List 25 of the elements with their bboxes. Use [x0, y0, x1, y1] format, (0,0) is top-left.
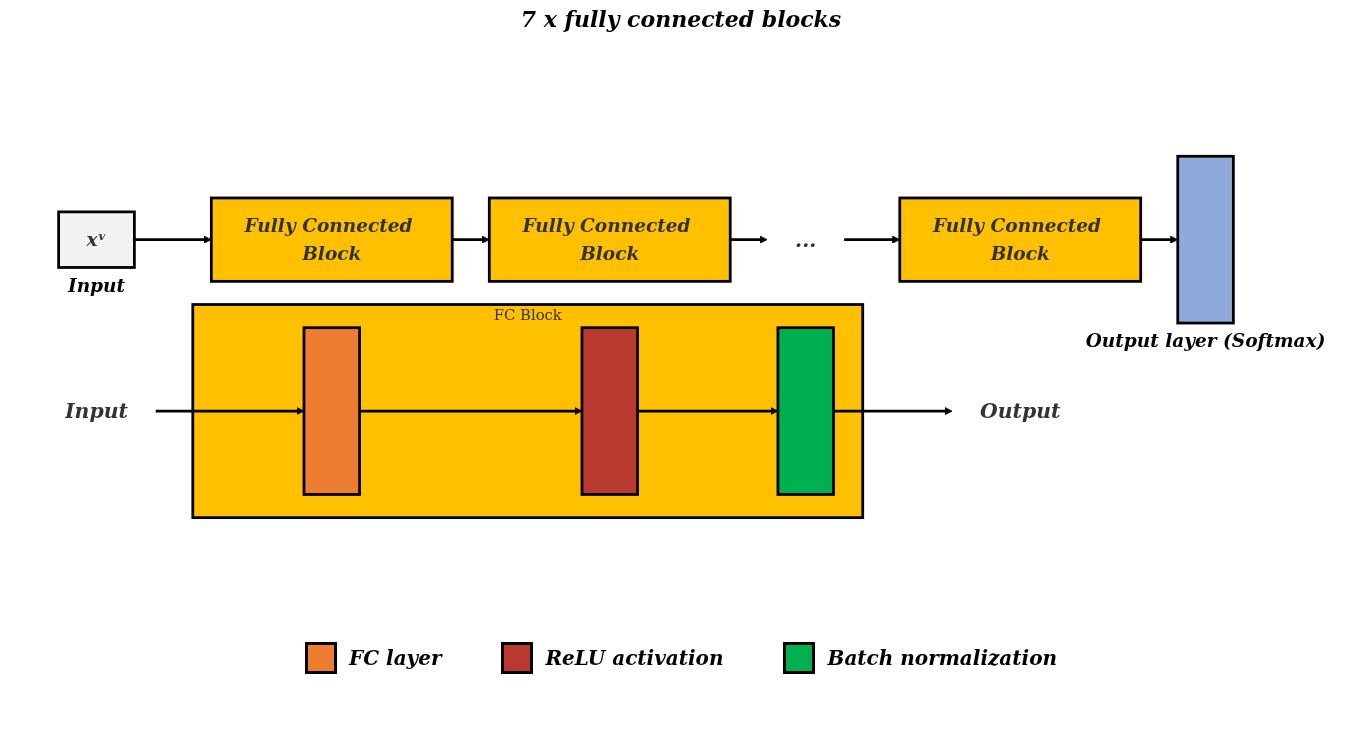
arrow: [637, 407, 778, 416]
arrow: [1140, 235, 1178, 244]
node-caption: Output layer (Softmax): [1085, 330, 1325, 352]
legend-label: Batch normalization: [827, 646, 1058, 670]
node-box: Fully Connected Block: [898, 196, 1142, 283]
node-text: ...: [794, 227, 816, 252]
node-bar: [776, 326, 835, 496]
arrow: [155, 407, 304, 416]
node-box: Fully Connected Block: [209, 196, 454, 283]
cluster: FC Block: [191, 303, 864, 520]
legend-label: FC layer: [348, 646, 442, 670]
node-bar: [302, 326, 361, 496]
node-bar: [1175, 154, 1235, 325]
node-caption: Input: [67, 274, 125, 296]
node-text: Output: [979, 398, 1061, 423]
arrow: [833, 407, 953, 416]
arrow: [843, 235, 900, 244]
node-text: Input: [64, 398, 128, 423]
node-bar: [580, 326, 639, 496]
node-box: Fully Connected Block: [487, 196, 732, 283]
arrow: [729, 235, 768, 244]
node-box: xᵛ: [56, 210, 136, 269]
bracket-label: 7 x fully connected blocks: [519, 6, 843, 32]
legend-label: ReLU activation: [545, 646, 724, 670]
arrow: [359, 407, 582, 416]
